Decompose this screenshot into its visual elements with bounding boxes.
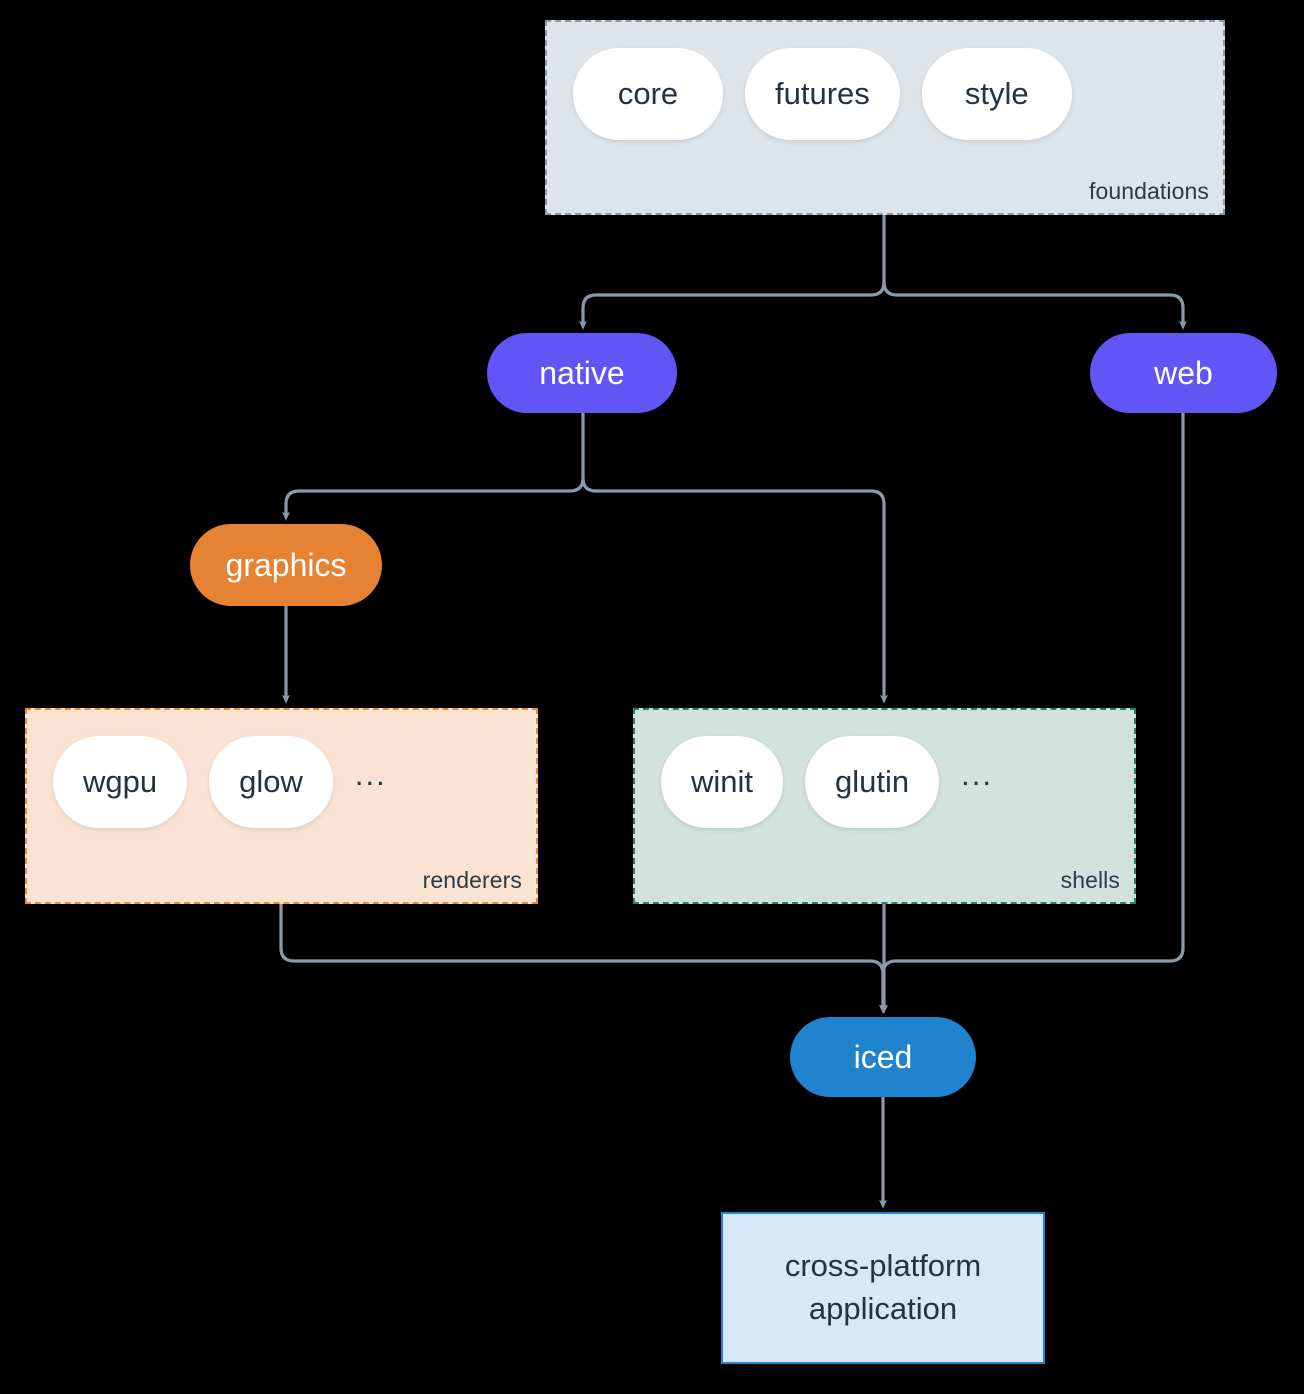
node-wgpu[interactable]: wgpu <box>53 736 188 828</box>
cluster-shells-items: winit glutin ... <box>661 736 993 828</box>
node-winit[interactable]: winit <box>661 736 784 828</box>
node-futures[interactable]: futures <box>745 48 900 140</box>
node-style[interactable]: style <box>921 48 1072 140</box>
node-glutin-label: glutin <box>835 764 910 799</box>
cluster-renderers-label: renderers <box>422 867 522 893</box>
node-core-label: core <box>617 76 679 111</box>
node-web[interactable]: web <box>1090 333 1277 413</box>
cluster-renderers-items: wgpu glow ... <box>53 736 387 828</box>
cluster-foundations-label: foundations <box>1088 178 1209 204</box>
edge-native-graphics <box>282 477 585 521</box>
node-futures-label: futures <box>775 76 870 111</box>
node-glow[interactable]: glow <box>209 736 333 828</box>
node-graphics-label: graphics <box>225 546 347 583</box>
node-native-label: native <box>539 354 625 391</box>
node-app-label-line2: application <box>808 1291 958 1326</box>
node-winit-label: winit <box>691 764 754 799</box>
node-iced[interactable]: iced <box>790 1017 976 1097</box>
node-web-label: web <box>1154 354 1213 391</box>
node-style-label: style <box>964 76 1029 111</box>
edge-foundations-web <box>882 281 1187 330</box>
node-core[interactable]: core <box>573 48 723 140</box>
node-glow-label: glow <box>239 764 303 799</box>
edge-renderers-iced <box>279 904 887 1014</box>
edge-native-shells <box>581 477 888 704</box>
cluster-shells: winit glutin ... shells <box>633 708 1136 904</box>
node-iced-label: iced <box>853 1038 913 1075</box>
node-wgpu-label: wgpu <box>83 764 158 799</box>
cluster-shells-label: shells <box>1060 867 1120 893</box>
shells-ellipsis: ... <box>961 757 993 792</box>
edge-foundations-native <box>579 281 886 330</box>
node-glutin[interactable]: glutin <box>805 736 940 828</box>
node-cross-platform-application[interactable]: cross-platform application <box>721 1212 1045 1364</box>
cluster-foundations-items: core futures style <box>573 48 1072 140</box>
renderers-ellipsis: ... <box>354 757 387 792</box>
node-native[interactable]: native <box>487 333 677 413</box>
node-graphics[interactable]: graphics <box>190 524 382 606</box>
cluster-renderers: wgpu glow ... renderers <box>25 708 538 904</box>
cluster-foundations: core futures style foundations <box>545 20 1225 215</box>
node-app-label-line1: cross-platform <box>784 1248 982 1284</box>
